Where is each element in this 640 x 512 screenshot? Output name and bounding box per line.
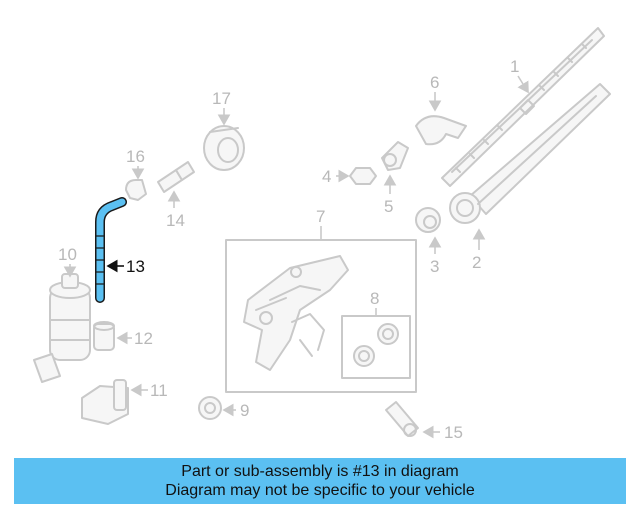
svg-text:8: 8	[370, 289, 379, 308]
svg-text:4: 4	[322, 167, 331, 186]
svg-text:10: 10	[58, 245, 77, 264]
part-11-connector[interactable]	[81, 379, 129, 425]
part-4-nut[interactable]	[349, 167, 377, 185]
info-banner: Part or sub-assembly is #13 in diagram D…	[14, 458, 626, 504]
callout-13: 13	[106, 257, 145, 276]
parts-diagram: 1 2 3 4 5 6	[33, 27, 611, 442]
svg-text:1: 1	[510, 57, 519, 76]
svg-text:7: 7	[316, 207, 325, 226]
part-1-wiper-blade[interactable]	[441, 27, 605, 187]
svg-text:2: 2	[472, 253, 481, 272]
svg-text:6: 6	[430, 73, 439, 92]
callout-6: 6	[428, 73, 442, 112]
svg-text:11: 11	[150, 381, 168, 400]
callout-10: 10	[58, 245, 77, 278]
part-10-washer-pump[interactable]	[33, 273, 91, 383]
part-12-seal[interactable]	[93, 321, 115, 351]
part-2-wiper-arm[interactable]	[449, 83, 611, 224]
callout-15: 15	[422, 423, 463, 442]
callout-14: 14	[166, 190, 185, 230]
part-3-nut[interactable]	[415, 207, 441, 233]
svg-text:5: 5	[384, 197, 393, 216]
svg-text:14: 14	[166, 211, 185, 230]
callout-1: 1	[510, 57, 529, 94]
svg-text:16: 16	[126, 147, 145, 166]
callout-5: 5	[383, 174, 397, 216]
part-9-grommet[interactable]	[198, 396, 222, 420]
callout-3: 3	[428, 236, 442, 276]
callout-4: 4	[322, 167, 350, 186]
part-6-cover[interactable]	[415, 115, 467, 146]
svg-text:9: 9	[240, 401, 249, 420]
svg-text:15: 15	[444, 423, 463, 442]
callout-17: 17	[212, 89, 231, 126]
callout-11: 11	[130, 381, 168, 400]
banner-line-1: Part or sub-assembly is #13 in diagram	[181, 463, 459, 480]
callout-16: 16	[126, 147, 145, 180]
svg-text:13: 13	[126, 257, 145, 276]
part-13-washer-hose[interactable]	[95, 197, 127, 303]
callout-2: 2	[472, 228, 486, 272]
part-8-grommet-set[interactable]	[341, 315, 411, 379]
part-17-cap[interactable]	[203, 125, 245, 171]
svg-text:17: 17	[212, 89, 231, 108]
callout-8: 8	[370, 289, 379, 316]
banner-line-2: Diagram may not be specific to your vehi…	[165, 482, 475, 499]
part-7-wiper-motor[interactable]	[225, 239, 417, 393]
part-14-nozzle[interactable]	[157, 161, 195, 193]
part-15-plug[interactable]	[385, 401, 419, 437]
callout-7: 7	[316, 207, 325, 240]
svg-text:3: 3	[430, 257, 439, 276]
part-5-cap[interactable]	[381, 141, 409, 171]
callout-12: 12	[116, 329, 153, 348]
callout-9: 9	[222, 401, 249, 420]
part-16-clip[interactable]	[125, 179, 147, 201]
svg-text:12: 12	[134, 329, 153, 348]
